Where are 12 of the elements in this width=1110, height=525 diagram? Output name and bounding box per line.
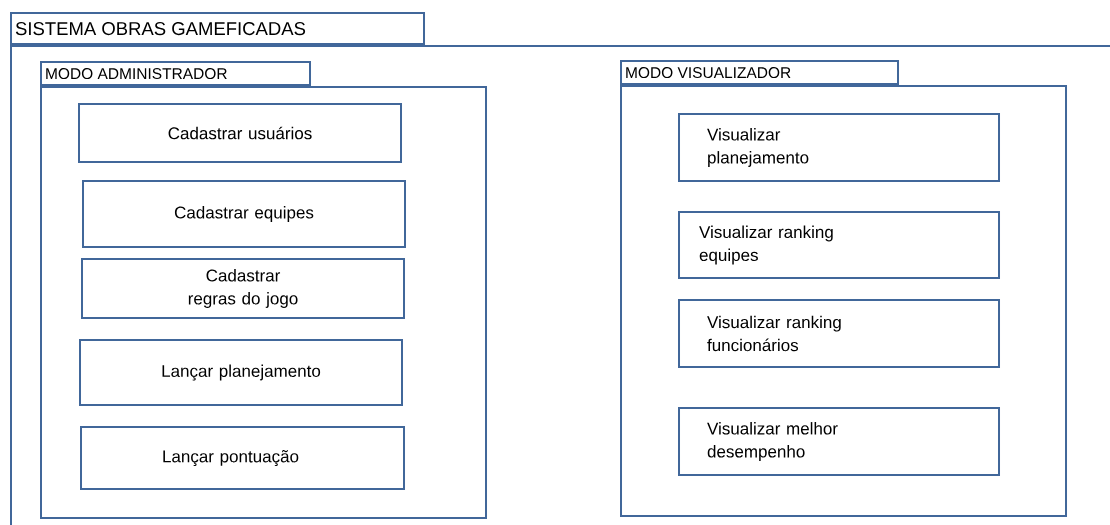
process-box: Visualizar melhor desempenho <box>678 407 1000 476</box>
process-box: Visualizar planejamento <box>678 113 1000 182</box>
process-box: Visualizar ranking equipes <box>678 211 1000 279</box>
process-box: Visualizar ranking funcionários <box>678 299 1000 368</box>
node-label: SISTEMA OBRAS GAMEFICADAS <box>15 22 306 36</box>
process-box: Lançar planejamento <box>79 339 403 406</box>
process-box: Cadastrar usuários <box>78 103 402 163</box>
process-box: Cadastrar equipes <box>82 180 406 248</box>
process-box: Cadastrar regras do jogo <box>81 258 405 319</box>
node-label: MODO VISUALIZADOR <box>626 67 791 79</box>
node-label: MODO ADMINISTRADOR <box>46 68 227 80</box>
process-box: Lançar pontuação <box>80 426 405 490</box>
